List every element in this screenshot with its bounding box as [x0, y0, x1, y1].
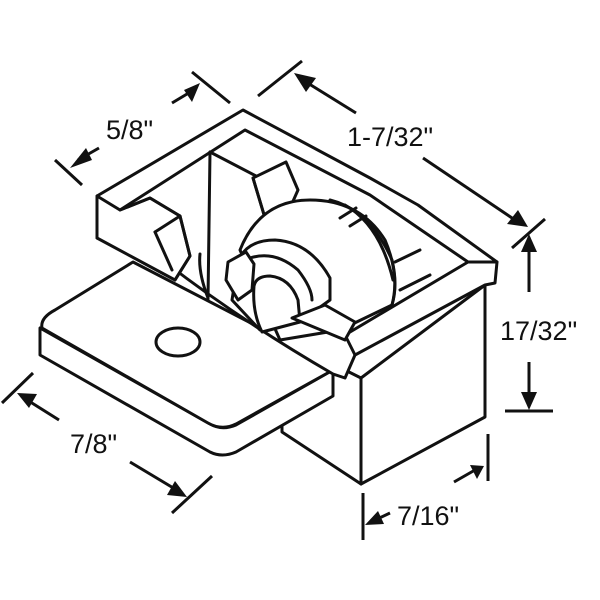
- dimension-base-length: 7/8": [0, 371, 214, 515]
- slot-mark-1: [338, 206, 358, 220]
- dim-ext-line: [191, 70, 231, 105]
- wheel-axle: [252, 274, 302, 334]
- left-end-block: [95, 194, 192, 282]
- arrowhead-icon: [17, 393, 37, 408]
- divider-line: [206, 150, 212, 302]
- right-inner-line-2: [398, 273, 432, 292]
- housing-rim-inner: [118, 128, 470, 337]
- dim-ext-line: [170, 474, 214, 515]
- dimension-body-depth: 7/16": [361, 434, 490, 540]
- dim-ext-line: [257, 59, 303, 98]
- arrowhead-icon: [184, 83, 200, 102]
- dimension-label-1-7-32: 1-7/32": [347, 122, 433, 152]
- arrowhead-icon: [521, 392, 537, 410]
- slot-mark-2: [348, 214, 368, 228]
- left-block-top: [118, 196, 182, 218]
- dim-arrow-shaft: [422, 156, 516, 222]
- left-block-edge: [153, 230, 174, 272]
- dim-ext-line: [511, 217, 546, 250]
- divider-top: [208, 150, 262, 180]
- arrowhead-icon: [365, 511, 384, 525]
- dimension-height: 17/32": [500, 234, 577, 413]
- arrowhead-icon: [507, 210, 528, 227]
- mounting-tab: [38, 260, 335, 457]
- screw-hole: [154, 326, 202, 358]
- divider-curve: [198, 252, 210, 300]
- wheel-hub-ring: [248, 254, 314, 302]
- dimension-top-width: 5/8": [53, 70, 231, 187]
- axle-bearing-left: [224, 250, 256, 302]
- dimension-label-17-32: 17/32": [500, 316, 577, 346]
- dim-arrow-shaft: [305, 80, 357, 115]
- dimension-top-length: 1-7/32": [257, 59, 546, 250]
- dimension-label-5-8: 5/8": [106, 115, 153, 145]
- arrowhead-icon: [521, 234, 537, 252]
- arrowhead-icon: [294, 73, 316, 92]
- dimension-label-7-16: 7/16": [397, 501, 459, 531]
- roller-wheel: [224, 198, 397, 342]
- arrowhead-icon: [70, 148, 92, 168]
- arrowhead-icon: [167, 481, 187, 497]
- right-end-detail: [338, 206, 432, 292]
- axle-bearing-right: [290, 303, 357, 342]
- dim-arrow-shaft: [453, 468, 476, 484]
- dimension-label-7-8: 7/8": [70, 429, 117, 459]
- arrowhead-icon: [470, 465, 484, 479]
- dim-ext-line: [53, 158, 84, 187]
- left-block-bevel: [153, 214, 192, 282]
- dim-ext-line: [0, 371, 35, 405]
- upper-block-edge: [251, 176, 267, 220]
- right-inner-line-1: [393, 248, 422, 264]
